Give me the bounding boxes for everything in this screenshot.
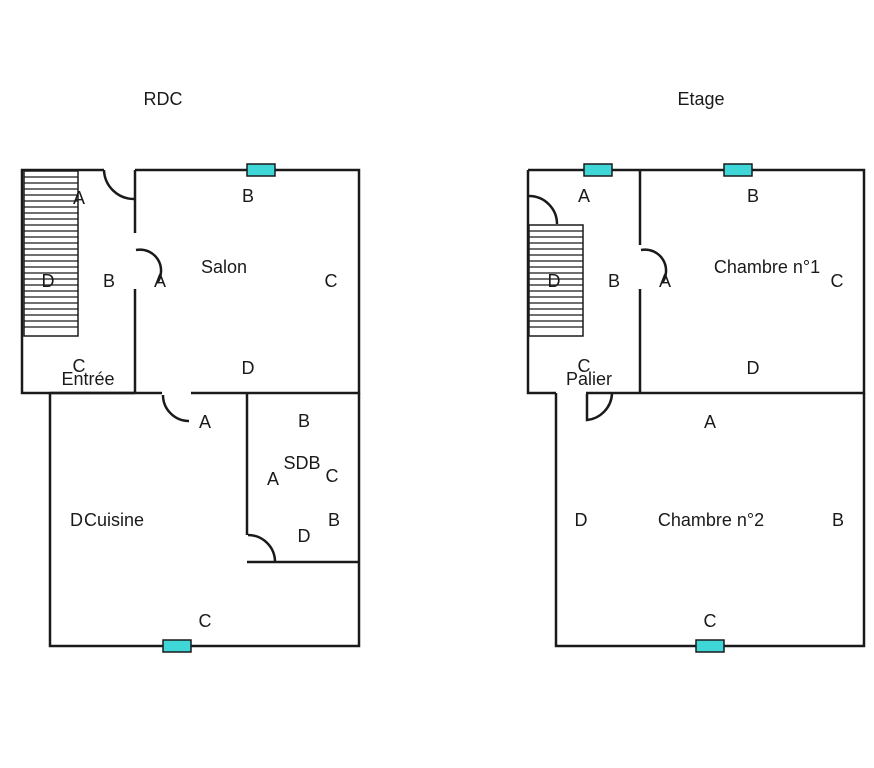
- rdc-cuisine-walls: [48, 391, 361, 648]
- etage-palier-window-icon: [583, 163, 613, 177]
- etage-title: Etage: [677, 89, 724, 109]
- rdc-entree-name: Entrée: [61, 369, 114, 389]
- rdc-salon-wall-b: B: [242, 186, 254, 206]
- etage-chambre2-wall-d: D: [575, 510, 588, 530]
- rdc-cuisine-window-icon: [162, 639, 192, 653]
- rdc-cuisine-wall-d: D: [70, 510, 83, 530]
- rdc-salon-name: Salon: [201, 257, 247, 277]
- rdc-salon-wall-d: D: [242, 358, 255, 378]
- etage-chambre1-wall-a: A: [659, 271, 671, 291]
- rdc-entree-door-icon: [102, 169, 135, 201]
- etage-palier-wall-a: A: [578, 186, 590, 206]
- rdc-title: RDC: [144, 89, 183, 109]
- etage-palier-wall-d: D: [548, 271, 561, 291]
- etage-palier-wall-c: C: [578, 356, 591, 376]
- etage-palier-top-door-icon: [528, 194, 559, 225]
- rdc-entree-wall-c: C: [73, 356, 86, 376]
- etage-chambre2-name: Chambre n°2: [658, 510, 764, 530]
- rdc-entree-wall-d: D: [42, 271, 55, 291]
- rdc-sdb-wall-a: A: [267, 469, 279, 489]
- rdc-cuisine-wall-c: C: [199, 611, 212, 631]
- etage-chambre1-door-icon: [640, 248, 668, 284]
- rdc-sdb-door-icon: [247, 533, 277, 563]
- rdc-salon-door-icon: [135, 248, 163, 284]
- rdc-salon-window-icon: [246, 163, 276, 177]
- rdc-sdb-wall-d: D: [298, 526, 311, 546]
- etage-chambre1-wall-b: B: [747, 186, 759, 206]
- rdc-entree-wall-a: A: [73, 188, 85, 208]
- rdc-salon-wall-c: C: [325, 271, 338, 291]
- etage-chambre2-wall-a: A: [704, 412, 716, 432]
- etage-chambre2-wall-c: C: [704, 611, 717, 631]
- etage-chambre1-name: Chambre n°1: [714, 257, 820, 277]
- rdc-sdb-name: SDB: [283, 453, 320, 473]
- etage-chambre1-wall-d: D: [747, 358, 760, 378]
- etage-palier-name: Palier: [566, 369, 612, 389]
- etage-chambre1-wall-c: C: [831, 271, 844, 291]
- etage-chambre1-window-icon: [723, 163, 753, 177]
- rdc-staircase-icon: [23, 170, 79, 337]
- rdc-cuisine-door-icon: [161, 394, 190, 423]
- etage-palier-wall-b: B: [608, 271, 620, 291]
- etage-plan: Etage A B C D Palier A B C D Chambre n°1…: [526, 89, 866, 653]
- rdc-sdb-wall-b-top: B: [298, 411, 310, 431]
- etage-staircase-icon: [528, 224, 584, 337]
- etage-chambre2-wall-b: B: [832, 510, 844, 530]
- rdc-salon-wall-a: A: [154, 271, 166, 291]
- rdc-plan: RDC A B C D Entrée A B C D Salon A C: [20, 89, 361, 653]
- rdc-sdb-walls: [245, 393, 359, 564]
- rdc-cuisine-wall-a: A: [199, 412, 211, 432]
- rdc-sdb-wall-c: C: [326, 466, 339, 486]
- rdc-entree-wall-b: B: [103, 271, 115, 291]
- etage-chambre2-window-icon: [695, 639, 725, 653]
- rdc-sdb-wall-b-right: B: [328, 510, 340, 530]
- etage-chambre2-door-icon: [585, 393, 614, 422]
- rdc-cuisine-name: Cuisine: [84, 510, 144, 530]
